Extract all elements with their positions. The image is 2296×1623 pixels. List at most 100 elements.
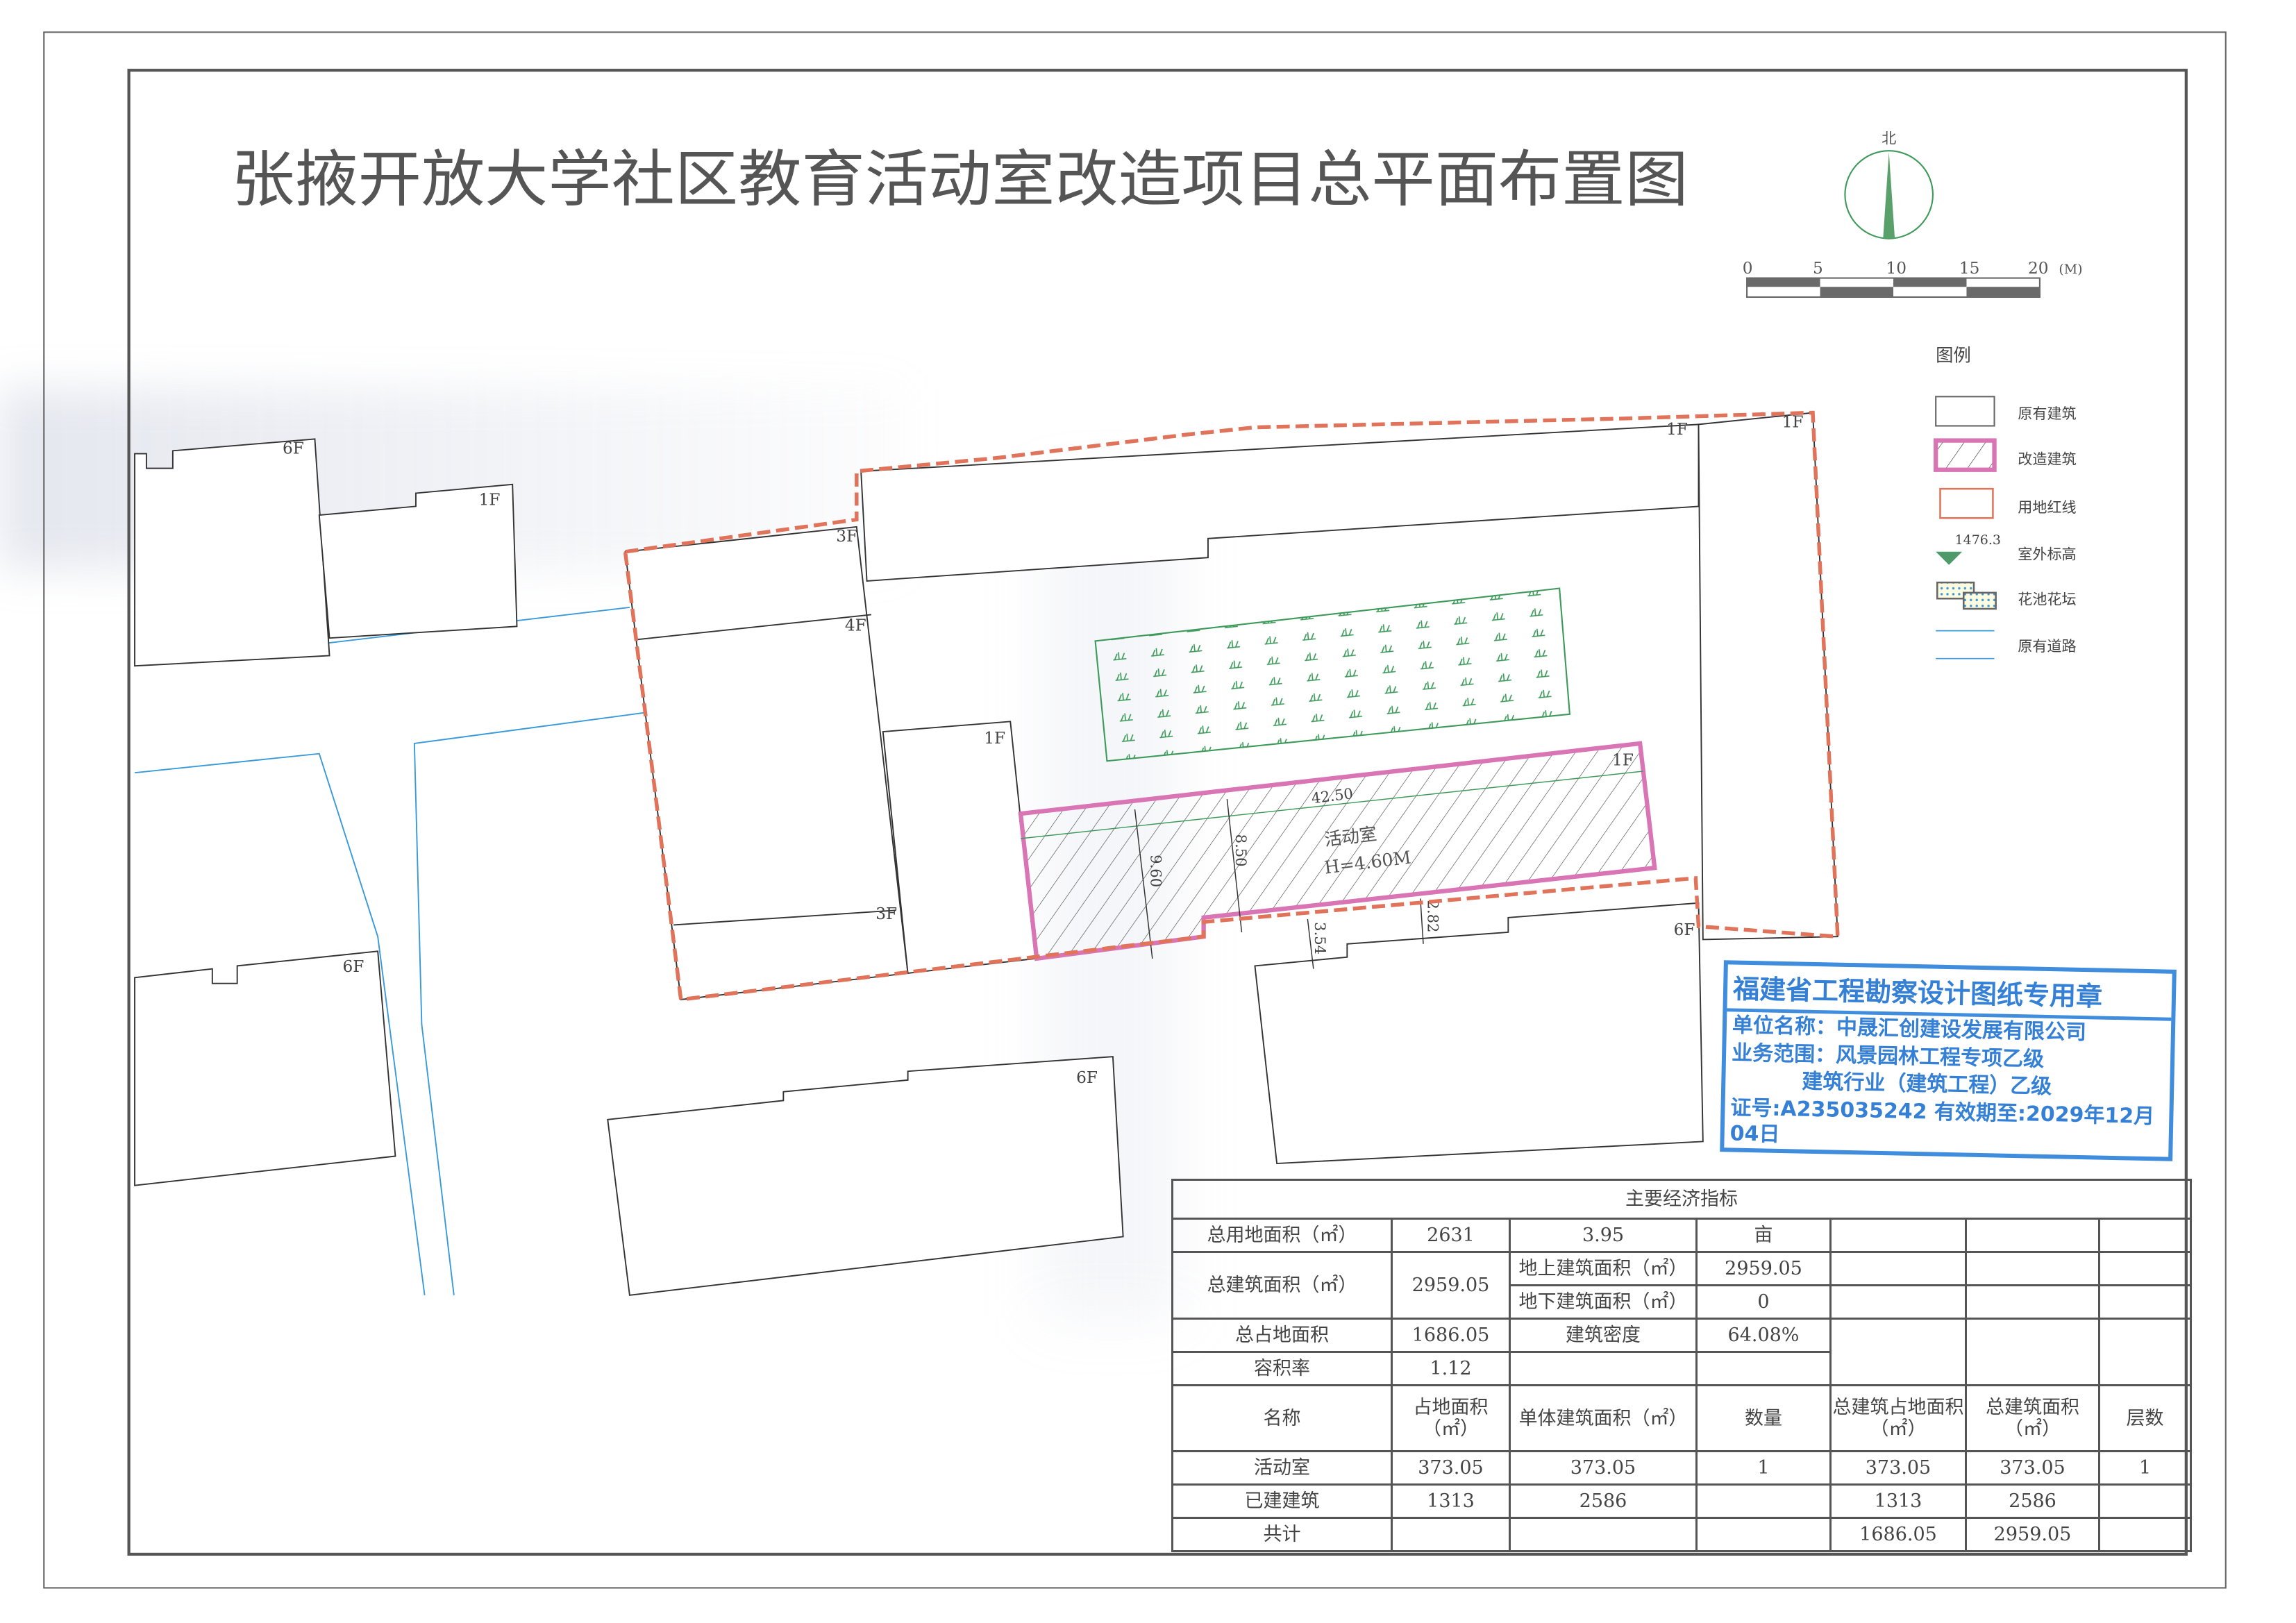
table-cell: 1686.05 [1829,1516,1967,1553]
table-cell [2097,1516,2193,1553]
table-cell: 2959.05 [1391,1251,1511,1320]
table-header-cell: 层数 [2097,1384,2193,1452]
building-6f-bottomleft [134,950,396,1186]
flower-garden [1094,587,1571,762]
table-header-cell: 单体建筑面积（㎡） [1509,1384,1698,1452]
dimension-width-mid: 8.50 [1232,834,1250,867]
scale-bar: 0 5 10 15 20 (M) [1743,259,2083,298]
building-1f-top [860,423,1700,582]
scale-tick: 15 [1959,259,1980,278]
table-cell: 2631 [1391,1218,1511,1254]
table-cell: 1313 [1391,1483,1511,1519]
elevation-marker-icon [1936,551,1963,565]
table-cell [1695,1483,1832,1519]
legend-label: 原有道路 [2018,637,2076,655]
scale-tick: 10 [1886,259,1907,278]
table-cell: 共计 [1171,1516,1393,1553]
legend-label: 室外标高 [2018,545,2076,562]
floor-label: 6F [343,957,364,976]
dimension-lines [1020,771,1643,969]
building-1f-right [1698,412,1838,941]
table-cell [1695,1516,1832,1553]
legend-red-line-swatch [1939,487,1994,519]
table-cell: 总占地面积 [1171,1318,1393,1354]
building-6f-lower [607,1056,1124,1296]
building-6f-south [1254,902,1704,1165]
table-row: 活动室 373.05 373.05 1 373.05 373.05 1 [1171,1449,2193,1486]
economic-indicators-table: 主要经济指标 总用地面积（㎡） 2631 3.95 亩 总建筑面积（㎡） 295… [1171,1178,2193,1553]
dimension-width-left: 9.60 [1148,855,1165,887]
building-3f-4f-block [624,525,909,1000]
table-header-cell: 总建筑面积（㎡） [1965,1384,2100,1452]
drawing-title: 张掖开放大学社区教育活动室改造项目总平面布置图 [231,144,1689,215]
building-1f-left [318,483,518,639]
building-1f-middle [882,721,1037,975]
legend-label: 原有建筑 [2018,405,2076,422]
floor-label: 3F [875,905,897,923]
building-6f-topleft [134,438,330,667]
scale-tick: 0 [1743,259,1753,278]
dimension-gap-2: 2.82 [1424,900,1441,933]
scale-tick: 20 [2028,259,2049,278]
existing-roads [134,606,645,1295]
table-header-cell: 数量 [1695,1384,1832,1452]
table-cell: 2959.05 [1965,1516,2100,1553]
floor-label: 1F [479,490,501,509]
floor-label: 1F [1666,420,1688,439]
floor-label: 6F [1076,1068,1098,1087]
outer-frame [43,31,2227,1589]
table-cell: 亩 [1695,1218,1832,1254]
table-cell [1391,1516,1511,1553]
scale-unit: (M) [2059,262,2082,277]
design-seal-stamp: 福建省工程勘察设计图纸专用章 单位名称：中晟汇创建设发展有限公司 业务范围：风景… [1720,960,2177,1161]
legend: 图例 原有建筑 改造建筑 用地红线 1476.3 室外标高 花池花坛 原有道路 [1934,346,2077,659]
table-cell: 3.95 [1509,1218,1698,1254]
legend-label: 改造建筑 [2018,450,2076,467]
table-header-cell: 占地面积（㎡） [1391,1384,1511,1452]
table-cell: 2586 [1509,1483,1698,1519]
floor-labels: 6F 1F 3F 4F 1F 3F 1F 1F 1F 6F 6F 6F [283,413,1804,1087]
table-cell: 地下建筑面积（㎡） [1509,1284,1698,1320]
table-cell: 1686.05 [1391,1318,1511,1354]
legend-flowerbed-swatch [1936,581,1997,610]
legend-renovated-swatch [1934,438,1997,472]
floor-label: 1F [984,729,1005,748]
table-title: 主要经济指标 [1171,1178,2193,1220]
legend-elevation-value: 1476.3 [1955,532,2001,548]
table-cell: 建筑密度 [1509,1318,1698,1354]
table-cell: 2959.05 [1695,1251,1832,1287]
table-cell: 1.12 [1391,1351,1511,1387]
floor-label: 6F [283,439,304,458]
table-row: 共计 1686.05 2959.05 [1171,1516,2193,1553]
table-cell: 0 [1695,1284,1832,1320]
floor-label: 1F [1782,413,1804,432]
table-cell: 64.08% [1695,1318,1832,1354]
legend-label: 用地红线 [2018,498,2076,516]
table-row: 已建建筑 1313 2586 1313 2586 [1171,1483,2193,1519]
floor-label: 4F [845,616,866,635]
table-cell: 容积率 [1171,1351,1393,1387]
table-cell [1509,1516,1698,1553]
legend-existing-building-swatch [1935,396,1995,427]
table-cell: 已建建筑 [1171,1483,1393,1519]
legend-title: 图例 [1936,346,1971,366]
floor-label: 3F [836,527,857,546]
table-header-cell: 名称 [1171,1384,1393,1452]
north-arrow-icon: 北 [1844,130,1934,239]
table-cell: 373.05 [1509,1449,1698,1486]
property-red-line [623,410,1840,1002]
north-label: 北 [1882,130,1896,147]
dimension-gap-1: 3.54 [1312,922,1329,955]
floor-label: 6F [1674,920,1695,939]
scale-tick: 5 [1813,259,1823,278]
inner-frame [127,69,2188,1556]
table-cell: 总建筑面积（㎡） [1171,1251,1393,1320]
table-cell [2097,1483,2193,1519]
floor-label: 1F [1612,751,1634,770]
table-cell: 地上建筑面积（㎡） [1509,1251,1698,1287]
table-cell: 373.05 [1965,1449,2100,1486]
table-cell: 2586 [1965,1483,2100,1519]
legend-label: 花池花坛 [2018,591,2076,608]
table-cell: 1 [1695,1449,1832,1486]
